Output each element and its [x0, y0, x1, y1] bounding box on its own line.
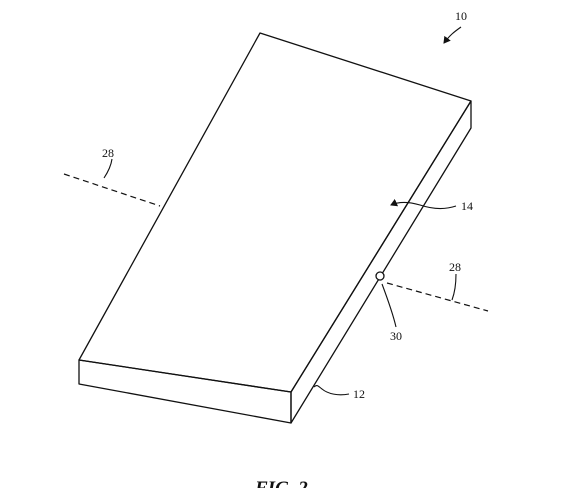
- leader-line-30: [381, 283, 397, 328]
- device-right-side: [290, 100, 472, 424]
- leader-line-28-left: [103, 158, 113, 179]
- reference-label-axis-right: 28: [449, 260, 461, 274]
- reference-label-hinge-point: 30: [390, 329, 402, 343]
- fold-axis-right-dashed-line: [386, 282, 489, 312]
- leader-line-28-right: [451, 273, 457, 301]
- reference-label-housing: 12: [353, 387, 365, 401]
- reference-label-device: 10: [455, 9, 467, 23]
- fold-axis-left-dashed-line: [63, 173, 161, 207]
- leader-line-12: [313, 384, 350, 396]
- reference-label-axis-left: 28: [102, 146, 114, 160]
- device-body: [78, 32, 472, 424]
- reference-label-display: 14: [461, 199, 473, 213]
- leader-line-14: [390, 198, 457, 210]
- figure-caption: FIG. 2: [254, 478, 308, 488]
- device-front-side: [78, 359, 292, 424]
- hinge-point-circle: [375, 271, 385, 281]
- device-top-face: [78, 32, 472, 393]
- leader-line-10: [443, 26, 462, 44]
